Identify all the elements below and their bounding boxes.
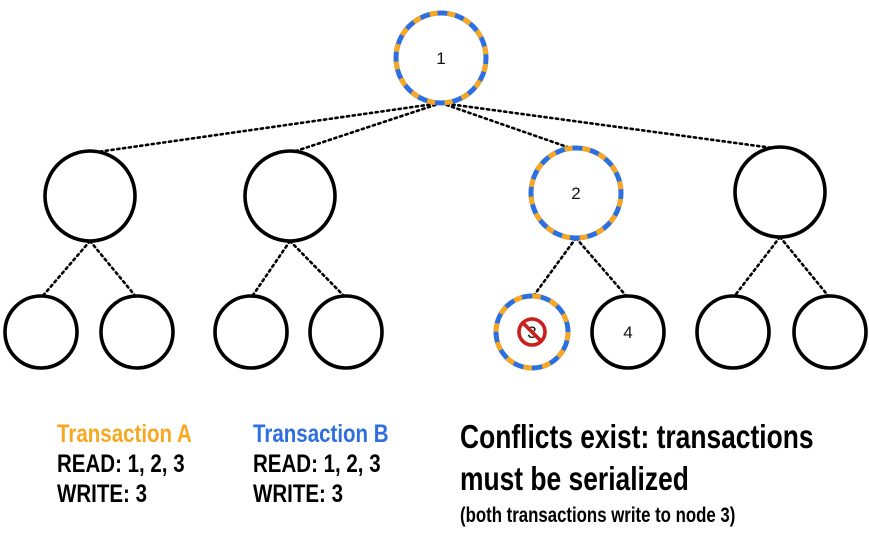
node-label: 1 [436, 49, 445, 68]
transaction-a-title: Transaction A [57, 420, 192, 448]
tree-node-l2-c2: 4 [590, 294, 666, 370]
edge-l1-a-to-l2-a1 [39, 239, 92, 300]
node-outline [308, 294, 384, 370]
no-entry-icon [517, 317, 547, 347]
transaction-b-ring [393, 10, 489, 106]
edge-root-to-l1-b [288, 101, 443, 155]
node-outline [213, 294, 289, 370]
node-outline [590, 294, 666, 370]
edge-root-to-l1-d [439, 101, 782, 151]
node-fill [245, 151, 335, 241]
transaction-a-ring [528, 145, 624, 241]
node-label: 4 [623, 323, 632, 342]
node-outline [792, 294, 868, 370]
legend-transaction-a: Transaction A READ: 1, 2, 3 WRITE: 3 [57, 419, 192, 509]
conflict-message: Conflicts exist: transactions must be se… [460, 416, 814, 530]
node-outline [43, 149, 137, 243]
transaction-a-write: WRITE: 3 [57, 480, 147, 508]
tree-node-l2-d1 [695, 294, 771, 370]
tree-node-l1-c: 2 [528, 145, 624, 241]
node-fill [794, 296, 866, 368]
transaction-a-ring [493, 293, 571, 371]
transaction-a-ring [393, 10, 489, 106]
node-fill [215, 296, 287, 368]
node-outline [733, 145, 827, 239]
edge-l1-b-to-l2-b1 [249, 239, 292, 300]
conflict-note: (both transactions write to node 3) [460, 504, 736, 527]
tree-node-l2-b1 [213, 294, 289, 370]
tree-node-l1-d [733, 145, 827, 239]
node-fill [5, 296, 77, 368]
node-outline [695, 294, 771, 370]
edge-l1-a-to-l2-a2 [88, 239, 139, 300]
edge-l1-c-to-l2-c2 [574, 236, 630, 300]
conflict-line-1: Conflicts exist: transactions [460, 418, 814, 455]
no-entry-ring [517, 317, 547, 347]
node-label: 2 [571, 184, 580, 203]
tree-node-root: 1 [393, 10, 489, 106]
tree-node-l2-a1 [3, 294, 79, 370]
node-fill [735, 147, 825, 237]
no-entry-slash [521, 321, 543, 343]
transaction-a-read: READ: 1, 2, 3 [57, 450, 185, 478]
node-fill [45, 151, 135, 241]
node-fill [697, 296, 769, 368]
node-outline [99, 294, 175, 370]
tree-node-l1-b [243, 149, 337, 243]
transaction-b-ring [528, 145, 624, 241]
conflict-line-2: must be serialized [460, 460, 689, 497]
edge-l1-d-to-l2-d2 [778, 235, 832, 300]
node-fill [101, 296, 173, 368]
transaction-b-ring [493, 293, 571, 371]
node-fill [592, 296, 664, 368]
edge-root-to-l1-a [88, 101, 443, 155]
node-fill [531, 148, 621, 238]
node-fill [396, 13, 486, 103]
legend-transaction-b: Transaction B READ: 1, 2, 3 WRITE: 3 [253, 419, 389, 509]
transaction-b-write: WRITE: 3 [253, 480, 343, 508]
transaction-b-title: Transaction B [253, 420, 389, 448]
node-outline [3, 294, 79, 370]
tree-node-l2-c1: 3 [493, 293, 571, 371]
tree-edges [39, 101, 832, 300]
tree-node-l1-a [43, 149, 137, 243]
edge-l1-b-to-l2-b2 [288, 239, 348, 300]
tree-node-l2-a2 [99, 294, 175, 370]
node-fill [310, 296, 382, 368]
edge-l1-d-to-l2-d1 [731, 235, 782, 300]
edge-l1-c-to-l2-c1 [530, 236, 578, 300]
tree-node-l2-d2 [792, 294, 868, 370]
tree-node-l2-b2 [308, 294, 384, 370]
tree-nodes: 1 2 3 4 [3, 10, 868, 371]
transaction-b-read: READ: 1, 2, 3 [253, 450, 381, 478]
edge-root-to-l1-c [439, 101, 578, 152]
node-outline [243, 149, 337, 243]
